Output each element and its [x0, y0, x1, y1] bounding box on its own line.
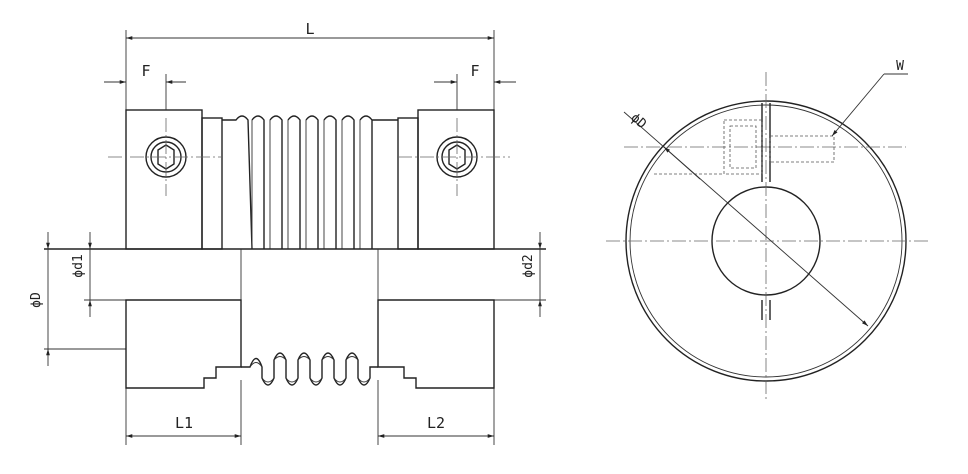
bellows-upper [222, 115, 398, 250]
dim-label-phid1: ϕd1 [71, 254, 86, 277]
dim-label-phiD-front: ϕD [29, 292, 44, 308]
bellows-section [241, 352, 378, 386]
dim-label-phiD-side: ϕD [627, 111, 649, 133]
hidden-screw [654, 119, 835, 175]
left-hub-section [125, 299, 242, 389]
left-hub-shoulder [201, 117, 223, 250]
left-hub [125, 109, 203, 250]
dim-label-W: W [896, 59, 904, 74]
dim-label-F-right: F [470, 62, 479, 80]
side-view: ϕD W [606, 59, 930, 402]
right-hub [417, 109, 495, 250]
dim-label-L: L [305, 20, 314, 38]
W-leader [831, 73, 885, 137]
right-hub-shoulder [397, 117, 419, 250]
front-view: L F F ϕD ϕd1 ϕd2 L1 L2 [29, 20, 546, 445]
dim-label-L1: L1 [175, 414, 193, 432]
right-hub-section [377, 299, 495, 389]
dim-label-phid2: ϕd2 [521, 254, 536, 277]
upper-external-view [108, 109, 510, 250]
dim-label-L2: L2 [427, 414, 445, 432]
dim-label-F-left: F [141, 62, 150, 80]
lower-section-view [125, 249, 495, 389]
